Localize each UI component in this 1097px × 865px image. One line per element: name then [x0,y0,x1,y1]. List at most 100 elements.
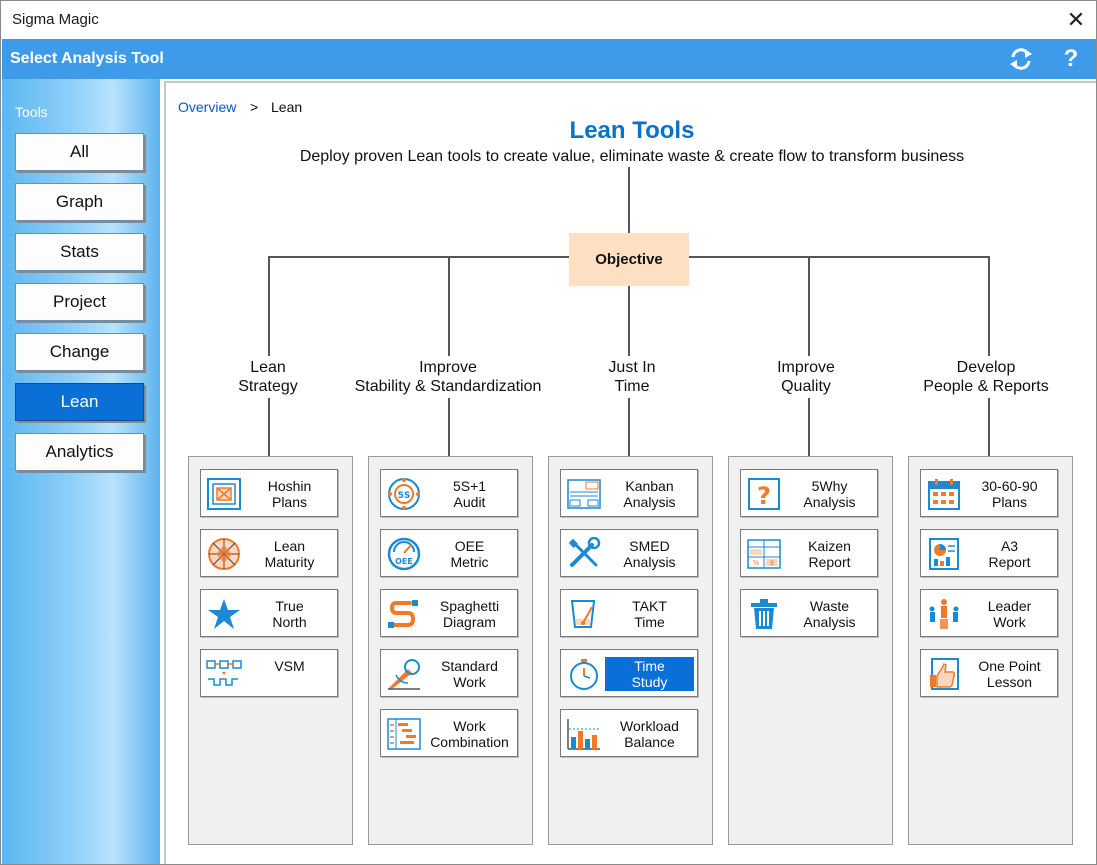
tool-label-line1: Hoshin [267,478,312,494]
tool-label-line1: TAKT [632,598,667,614]
svg-text:$: $ [770,559,774,567]
breadcrumb-overview-link[interactable]: Overview [178,99,237,115]
tool-label-line1: OEE [454,538,485,554]
category-label-line: Time [614,378,650,395]
svg-text:?: ? [757,482,771,510]
close-icon[interactable]: ✕ [1066,7,1086,32]
tool-label-line1: One Point [978,658,1041,674]
tool-label-line1: True [275,598,304,614]
svg-text:OEE: OEE [395,557,413,566]
star-icon [208,599,240,629]
dialog-title: Select Analysis Tool [10,50,164,67]
connector-line [628,167,630,233]
page-subtitle: Deploy proven Lean tools to create value… [299,148,965,165]
calendar-icon [928,479,960,510]
stopwatch-icon [570,659,598,690]
sidebar-item-all[interactable]: All [15,133,144,171]
category-label-line: Quality [781,378,831,395]
category-label-line: Just In [608,359,656,376]
takt-icon [570,600,596,628]
help-icon[interactable]: ? [1063,45,1079,72]
tool-button-vsm[interactable]: VSM [200,649,338,697]
tool-label-line1: 5Why [811,478,848,494]
title-bar: Sigma Magic ✕ [1,1,1096,39]
category-label-stability: Improve Stability & Standardization [338,358,558,396]
category-label-line: Improve [419,359,477,376]
category-label-jit: Just In Time [522,358,742,396]
tool-label-line2: Work [453,674,486,690]
tool-label-line1: A3 [1000,538,1019,554]
connector-line [988,256,990,356]
tool-label-line1: 30-60-90 [981,478,1038,494]
tool-label-line2: Maturity [264,554,315,570]
thumbs-up-icon [930,658,959,690]
tool-label-line1: Waste [809,598,850,614]
category-label-lean-strategy: Lean Strategy [158,358,378,396]
objective-node: Objective [569,233,689,286]
tool-label-line2: Time [634,614,665,630]
category-label-quality: Improve Quality [696,358,916,396]
sidebar-item-stats[interactable]: Stats [15,233,144,271]
spaghetti-icon [388,600,418,628]
window-title: Sigma Magic [12,11,99,28]
tool-label-line1: SMED [629,538,670,554]
tool-label-line2: Plans [271,494,308,510]
connector-line [268,256,270,356]
sidebar-item-project[interactable]: Project [15,283,144,321]
tool-label-line2: Audit [453,494,486,510]
tools-label: Tools [15,104,48,120]
refresh-icon[interactable] [1008,46,1034,72]
connector-line [628,286,630,356]
tool-label-line1: VSM [274,658,305,674]
5s-icon: 5S [388,478,420,510]
sidebar-item-graph[interactable]: Graph [15,183,144,221]
sidebar-item-lean[interactable]: Lean [15,383,144,421]
connector-line [808,256,810,356]
sidebar-item-change[interactable]: Change [15,333,144,371]
connector-line [448,256,450,356]
standard-work-icon [388,659,420,690]
tool-label-line1: Time [634,658,665,674]
kanban-icon [567,479,601,509]
sidebar-item-analytics[interactable]: Analytics [15,433,144,471]
connector-line [988,398,990,456]
